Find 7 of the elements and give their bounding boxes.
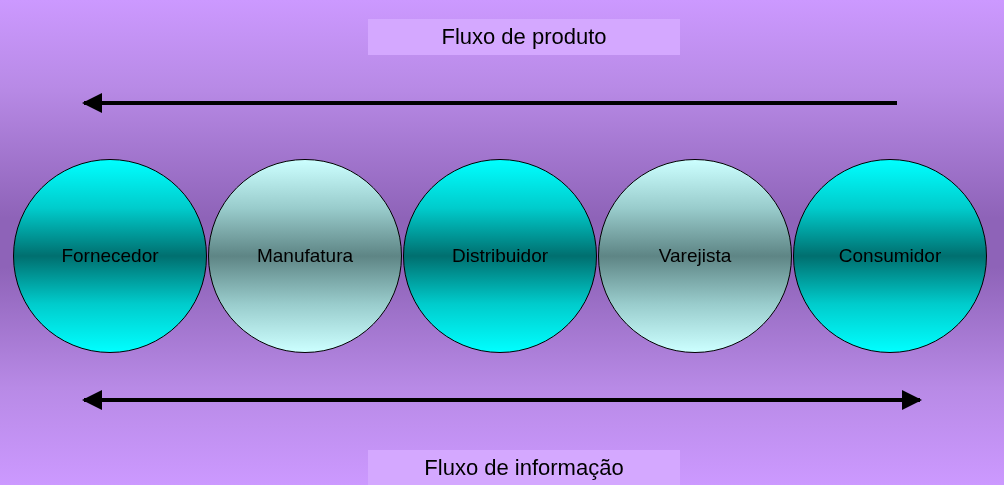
stage-label: Consumidor: [838, 245, 942, 267]
stage-label: Varejista: [658, 245, 732, 267]
flow-label: Fluxo de produto: [368, 19, 680, 55]
flow-label: Fluxo de informação: [368, 450, 680, 485]
stage-label: Fornecedor: [61, 245, 159, 267]
stage-label: Manufatura: [256, 245, 354, 267]
stage-label: Distribuidor: [451, 245, 549, 267]
